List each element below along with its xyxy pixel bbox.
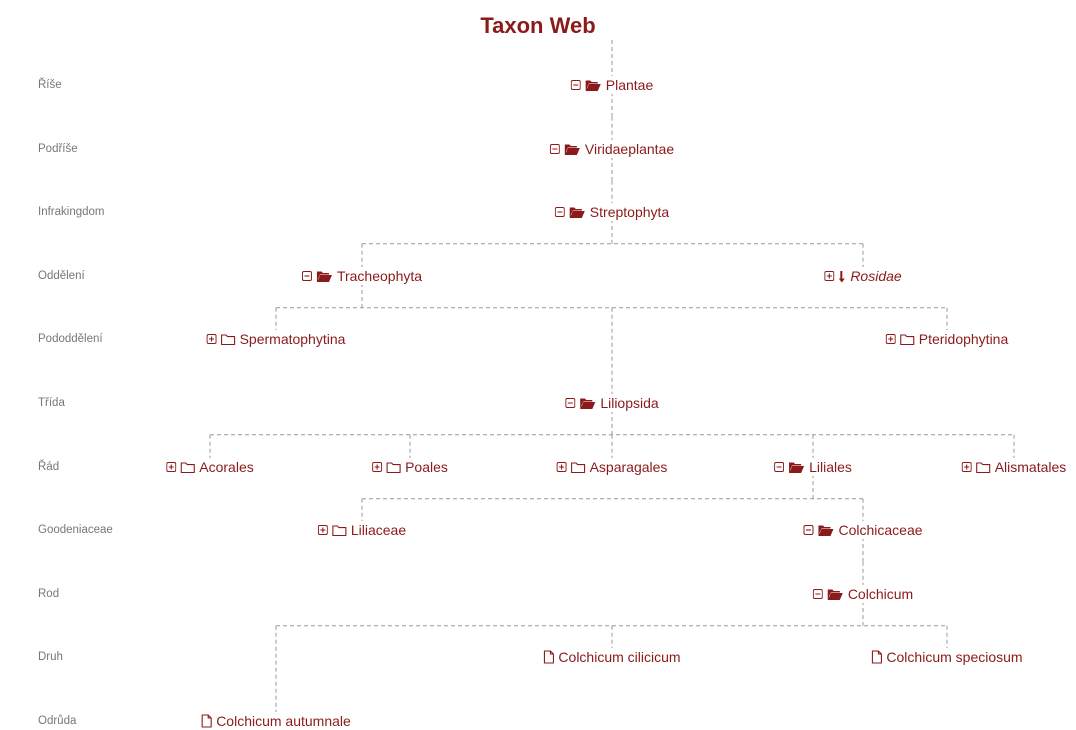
- taxon-name: Liliales: [809, 459, 852, 475]
- taxon-name: Pteridophytina: [918, 331, 1009, 347]
- taxon-name: Viridaeplantae: [584, 141, 675, 157]
- taxon-node-acorales[interactable]: Acorales: [164, 458, 256, 476]
- collapse-icon[interactable]: [565, 398, 576, 408]
- taxon-node-streptophyta[interactable]: Streptophyta: [552, 203, 672, 221]
- expand-icon[interactable]: [961, 462, 972, 472]
- document-icon: [201, 714, 212, 728]
- rank-label: Pododdělení: [38, 333, 103, 345]
- collapse-icon[interactable]: [812, 589, 823, 599]
- expand-icon[interactable]: [206, 334, 217, 344]
- rank-label: Řád: [38, 461, 60, 473]
- folder-closed-icon: [571, 461, 586, 474]
- expand-icon[interactable]: [166, 462, 177, 472]
- folder-open-icon: [817, 524, 834, 537]
- document-icon: [543, 650, 554, 664]
- rank-label: Podříše: [38, 143, 78, 155]
- expand-icon[interactable]: [824, 271, 835, 281]
- taxon-name: Acorales: [199, 459, 254, 475]
- taxon-node-colchicum-autumnale[interactable]: Colchicum autumnale: [199, 712, 353, 730]
- folder-open-icon: [564, 143, 581, 156]
- taxon-name: Colchicum autumnale: [216, 713, 351, 729]
- taxon-name: Poales: [405, 459, 448, 475]
- taxon-node-viridaeplantae[interactable]: Viridaeplantae: [547, 140, 677, 158]
- collapse-icon[interactable]: [803, 525, 814, 535]
- folder-open-icon: [316, 270, 333, 283]
- collapse-icon[interactable]: [549, 144, 560, 154]
- rank-label: Goodeniaceae: [38, 524, 113, 536]
- folder-closed-icon: [180, 461, 195, 474]
- rank-label: Třída: [38, 397, 65, 409]
- page-title: Taxon Web: [480, 13, 596, 38]
- taxon-node-colchicum[interactable]: Colchicum: [810, 585, 916, 603]
- taxon-node-colchicum-speciosum[interactable]: Colchicum speciosum: [869, 648, 1025, 666]
- taxon-node-liliopsida[interactable]: Liliopsida: [563, 394, 661, 412]
- rank-label: Říše: [38, 79, 62, 91]
- document-icon: [871, 650, 882, 664]
- taxon-node-liliaceae[interactable]: Liliaceae: [315, 521, 409, 539]
- taxon-node-pteridophytina[interactable]: Pteridophytina: [883, 330, 1011, 348]
- taxon-node-colchicum-cilicicum[interactable]: Colchicum cilicicum: [541, 648, 683, 666]
- taxon-name: Colchicum speciosum: [886, 649, 1023, 665]
- taxon-name: Spermatophytina: [239, 331, 346, 347]
- taxon-name: Colchicum: [847, 586, 914, 602]
- collapse-icon[interactable]: [570, 80, 581, 90]
- taxon-node-rosidae[interactable]: Rosidae: [822, 267, 904, 285]
- taxon-name: Streptophyta: [589, 204, 670, 220]
- taxon-name: Colchicaceae: [838, 522, 923, 538]
- expand-icon[interactable]: [556, 462, 567, 472]
- collapse-icon[interactable]: [774, 462, 785, 472]
- taxon-name: Asparagales: [589, 459, 668, 475]
- folder-open-icon: [585, 79, 602, 92]
- taxon-node-plantae[interactable]: Plantae: [568, 76, 656, 94]
- rank-label: Rod: [38, 588, 60, 600]
- rank-label: Odrůda: [38, 715, 77, 727]
- folder-closed-icon: [221, 333, 236, 346]
- taxon-node-asparagales[interactable]: Asparagales: [554, 458, 670, 476]
- collapse-icon[interactable]: [301, 271, 312, 281]
- folder-closed-icon: [900, 333, 915, 346]
- collapse-icon[interactable]: [554, 207, 565, 217]
- folder-open-icon: [579, 397, 596, 410]
- folder-open-icon: [569, 206, 586, 219]
- expand-icon[interactable]: [317, 525, 328, 535]
- taxon-name: Rosidae: [850, 268, 902, 284]
- rank-label: Druh: [38, 651, 63, 663]
- taxon-name: Colchicum cilicicum: [558, 649, 681, 665]
- taxon-name: Liliaceae: [350, 522, 407, 538]
- expand-icon[interactable]: [372, 462, 383, 472]
- expand-icon[interactable]: [885, 334, 896, 344]
- taxon-name: Liliopsida: [600, 395, 659, 411]
- folder-closed-icon: [976, 461, 991, 474]
- taxon-node-tracheophyta[interactable]: Tracheophyta: [299, 267, 425, 285]
- taxon-node-liliales[interactable]: Liliales: [772, 458, 854, 476]
- taxon-name: Alismatales: [994, 459, 1067, 475]
- taxon-name: Plantae: [605, 77, 654, 93]
- taxon-node-poales[interactable]: Poales: [370, 458, 450, 476]
- taxon-node-colchicaceae[interactable]: Colchicaceae: [801, 521, 925, 539]
- folder-closed-icon: [332, 524, 347, 537]
- folder-closed-icon: [386, 461, 401, 474]
- taxon-node-alismatales[interactable]: Alismatales: [959, 458, 1069, 476]
- folder-open-icon: [827, 588, 844, 601]
- folder-open-icon: [788, 461, 805, 474]
- rank-label: Infrakingdom: [38, 206, 105, 218]
- taxon-name: Tracheophyta: [336, 268, 423, 284]
- taxon-node-spermatophytina[interactable]: Spermatophytina: [204, 330, 348, 348]
- rank-label: Oddělení: [38, 270, 85, 282]
- arrow-down-icon: [838, 270, 846, 283]
